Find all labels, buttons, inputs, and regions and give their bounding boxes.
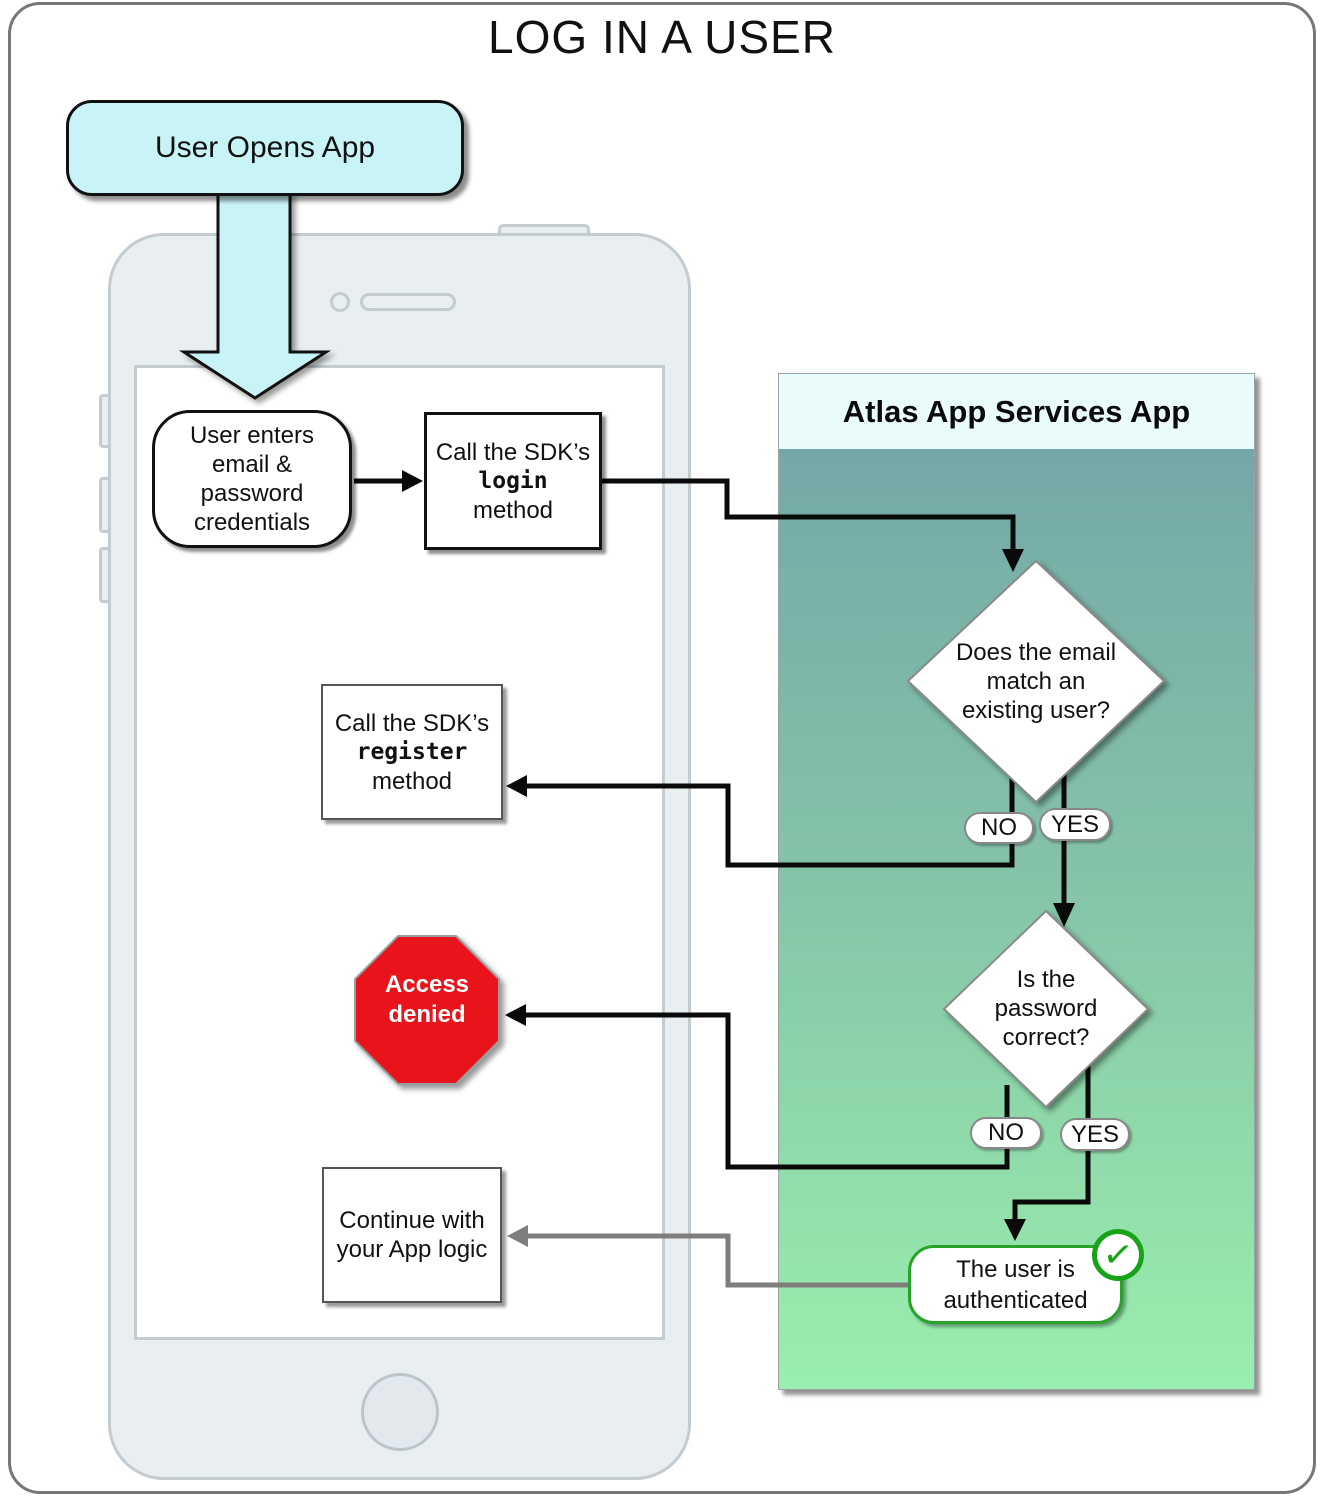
email-decision-line: Does the email (955, 639, 1117, 666)
credentials-line: password (200, 480, 304, 507)
phone-home-button (361, 1373, 439, 1451)
password-yes-pill: YES (1060, 1118, 1130, 1151)
arrow-password-no-to-access-denied (505, 1004, 1010, 1170)
page-title: LOG IN A USER (488, 11, 836, 63)
panel-title: Atlas App Services App (779, 374, 1254, 449)
password-decision-line: correct? (1002, 1024, 1090, 1051)
arrow-authenticated-to-continue (507, 1225, 908, 1288)
register-box-line: method (371, 767, 453, 795)
register-method-code: register (356, 738, 468, 765)
password-decision-line: password (994, 995, 1098, 1022)
continue-app-logic-box: Continue with your App logic (322, 1167, 502, 1303)
authenticated-line: The user is (956, 1255, 1075, 1283)
credentials-line: User enters (189, 422, 315, 449)
password-decision-diamond (942, 909, 1150, 1109)
access-denied-line: denied (388, 1001, 466, 1028)
credentials-line: email & (211, 451, 293, 478)
arrow-credentials-to-login (354, 470, 423, 492)
phone-camera-icon (330, 292, 350, 312)
login-method-code: login (478, 467, 548, 494)
register-method-box: Call the SDK’s register method (321, 684, 503, 820)
credentials-line: credentials (193, 509, 311, 536)
phone-speaker-icon (360, 293, 456, 311)
user-authenticated-box: The user is authenticated (908, 1245, 1123, 1324)
password-no-pill: NO (970, 1117, 1042, 1149)
password-decision-label: Is the password correct? (946, 965, 1146, 1052)
continue-line: your App logic (336, 1236, 488, 1263)
authenticated-line: authenticated (943, 1286, 1088, 1314)
email-decision-diamond (906, 559, 1166, 804)
login-box-line: Call the SDK’s (435, 438, 591, 466)
access-denied-label: Access denied (362, 970, 492, 1030)
email-decision-line: existing user? (961, 697, 1111, 724)
login-box-line: method (472, 496, 554, 524)
access-denied-line: Access (384, 971, 470, 998)
email-decision-line: match an (986, 668, 1086, 695)
user-opens-app-box: User Opens App (66, 100, 464, 196)
arrow-email-no-to-register (506, 770, 1015, 868)
arrow-login-to-email-decision (602, 478, 1024, 572)
continue-line: Continue with (339, 1207, 485, 1234)
login-method-box: Call the SDK’s login method (424, 412, 602, 550)
email-yes-pill: YES (1039, 808, 1111, 841)
entry-arrow-icon (178, 190, 332, 400)
register-box-line: Call the SDK’s (334, 709, 490, 737)
email-no-pill: NO (964, 812, 1034, 844)
user-opens-app-label: User Opens App (154, 131, 376, 164)
access-denied-octagon (354, 935, 500, 1085)
password-decision-line: Is the (1016, 966, 1076, 993)
credentials-bubble: User enters email & password credentials (152, 410, 352, 548)
email-decision-label: Does the email match an existing user? (926, 638, 1146, 725)
